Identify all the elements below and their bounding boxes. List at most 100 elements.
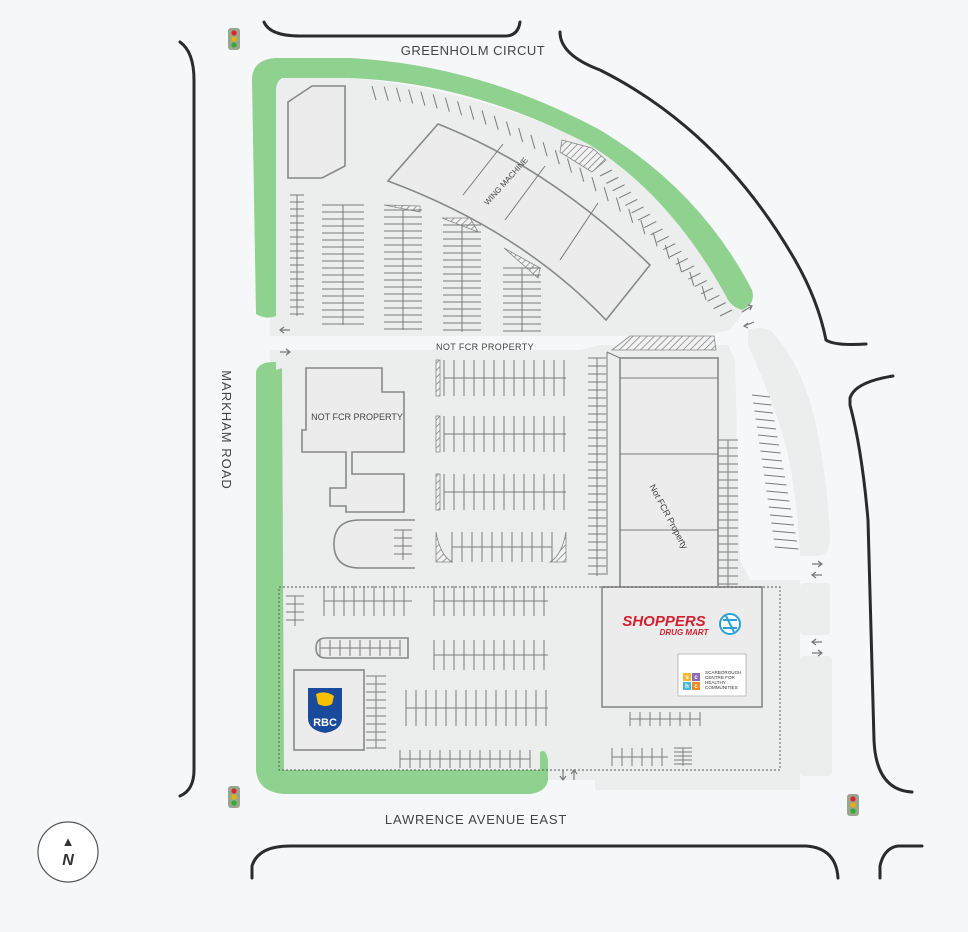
parking-stall-line (591, 176, 597, 192)
greenholm-south-curb (262, 20, 522, 38)
parking-stall-line (713, 302, 726, 310)
parking-stall-line (567, 158, 573, 173)
north-letter: N (62, 852, 74, 869)
parking-stall-line (766, 490, 789, 494)
parking-stall-line (432, 94, 438, 109)
east-small-lot-2 (800, 656, 832, 776)
shoppers-wordmark: SHOPPERS (622, 613, 705, 630)
parking-stall-line (662, 243, 676, 251)
traffic-light-icon (228, 28, 240, 50)
parking-stall-line (643, 221, 657, 229)
traffic-light-icon (228, 786, 240, 808)
scarborough-text-4: COMMUNITIES (705, 685, 738, 690)
parking-stall-line (707, 294, 720, 302)
parking-stall-line (694, 280, 707, 287)
hatch-island-10 (548, 531, 567, 563)
parking-stall-line (768, 506, 792, 510)
parking-stall-line (618, 191, 632, 199)
parking-stall-line (756, 426, 777, 430)
parking-stall-line (579, 167, 585, 182)
shc-tile-3: h (685, 684, 689, 690)
drive-thru-loop (333, 519, 415, 569)
rbc-logo: RBC (308, 688, 342, 733)
parking-stall-line (652, 232, 658, 247)
parking-stall-line (612, 184, 625, 192)
parking-stall-line (763, 474, 786, 478)
not-fcr-west-label: NOT FCR PROPERTY (311, 412, 403, 422)
parking-stall-line (719, 309, 733, 317)
parking-stall-line (675, 257, 689, 265)
hatch-island-3 (503, 247, 541, 279)
parking-stall-line (689, 271, 695, 286)
shc-tile-2: c (694, 675, 698, 681)
parking-stall-line (754, 410, 774, 414)
parking-stall-line (650, 228, 663, 236)
parking-stall-line (493, 115, 499, 130)
parking-stall-line (765, 482, 787, 486)
road-east-west-curb (848, 374, 914, 794)
pharmacy-rx-icon (719, 613, 741, 635)
parking-stall-line (759, 442, 780, 446)
parking-stall-line (700, 287, 714, 295)
hatch-island-7 (435, 415, 441, 453)
access-arrows (279, 304, 823, 781)
parking-stall-line (640, 220, 646, 235)
parking-stall-line (664, 244, 670, 260)
not-fcr-center-building (619, 357, 719, 589)
parking-stall-line (757, 434, 778, 438)
lawrence-north-curb (250, 844, 840, 880)
landscaping (252, 58, 753, 794)
parking-stall-line (481, 110, 487, 125)
parking-stall-line (681, 265, 695, 273)
shc-tile-4: c (694, 684, 698, 690)
shoppers-drug-mart-logo: SHOPPERS DRUG MART (622, 613, 741, 637)
east-curved-lot (748, 328, 830, 556)
parking-stalls (286, 85, 799, 768)
parking-stall-line (599, 169, 613, 177)
rbc-lion-icon (316, 692, 334, 706)
street-lawrence-avenue-east: LAWRENCE AVENUE EAST (385, 812, 567, 827)
north-compass: ▲ N (37, 821, 99, 883)
parking-stall-line (469, 105, 475, 120)
scarborough-chc-logo: s c h c SCARBOROUGH CENTRE FOR HEALTHY C… (677, 653, 747, 697)
street-markham-road: MARKHAM ROAD (219, 370, 234, 490)
parking-stall-line (383, 86, 389, 101)
traffic-light-icon (847, 794, 859, 816)
north-pad-building (287, 85, 346, 179)
wing-machine-building (386, 123, 652, 322)
roads (178, 20, 924, 880)
parking-stall-line (669, 250, 682, 258)
markham-road-east-curb (178, 40, 196, 798)
parking-stall-line (772, 530, 796, 534)
west-inner-green (276, 368, 284, 772)
parking-stall-line (753, 402, 772, 406)
parking-stall-line (774, 546, 799, 550)
parking-stall-line (761, 458, 783, 462)
parking-stall-line (603, 186, 609, 202)
east-small-lot-1 (800, 583, 830, 635)
greenholm-east-curb (558, 30, 868, 346)
property-boundary (278, 586, 781, 771)
not-fcr-top-label: NOT FCR PROPERTY (436, 342, 534, 352)
hatch-island-8 (435, 473, 441, 511)
parking-stall-line (751, 394, 771, 398)
shc-tile-1: s (685, 675, 689, 681)
parking-stall-line (606, 176, 619, 184)
parking-stall-line (677, 258, 683, 273)
parking-stall-line (631, 206, 644, 214)
parking-stall-line (420, 91, 426, 106)
drug-mart-wordmark: DRUG MART (660, 628, 710, 637)
southeast-lot (595, 740, 800, 790)
hatch-island-6 (435, 359, 441, 397)
parking-stall-line (656, 235, 670, 243)
north-green-strip (252, 58, 753, 318)
parking-stall-line (408, 89, 414, 104)
parking-stall-line (395, 87, 401, 102)
parking-stall-line (542, 142, 548, 157)
parking-stall-line (637, 213, 651, 221)
parking-stall-line (505, 121, 511, 136)
scarborough-text-2: CENTRE FOR (705, 675, 736, 680)
parking-stall-line (371, 85, 377, 101)
scarborough-text-3: HEALTHY (705, 680, 726, 685)
lawrence-northeast-curb (878, 844, 924, 880)
